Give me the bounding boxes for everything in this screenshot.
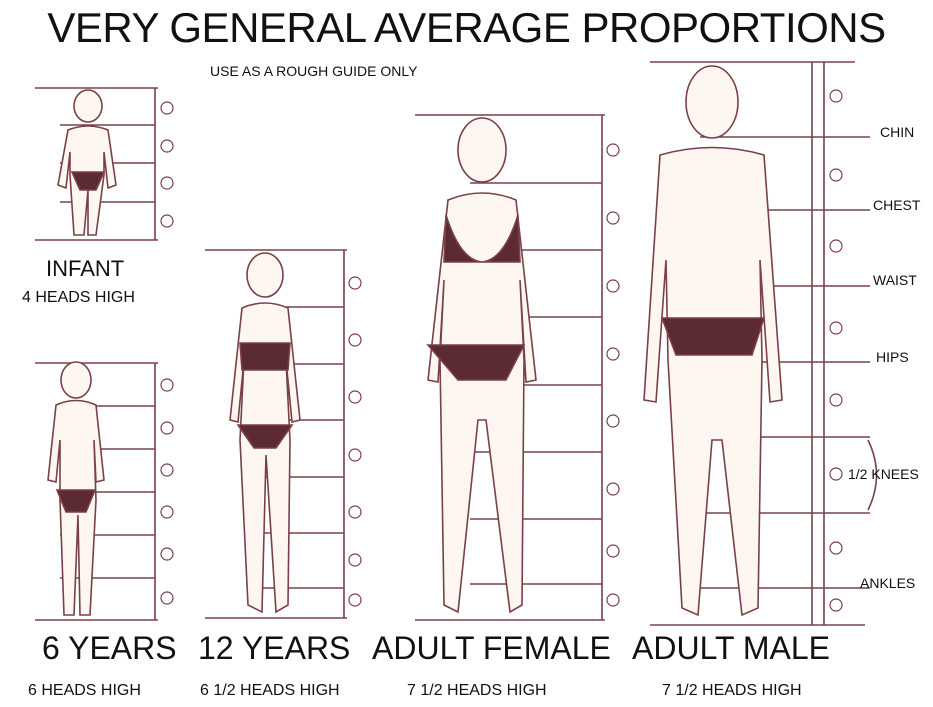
marker-chest: CHEST bbox=[873, 197, 920, 213]
adult-female-label: ADULT FEMALE bbox=[372, 630, 611, 667]
marker-knees: 1/2 KNEES bbox=[848, 466, 919, 482]
twelve-years-sublabel: 6 1/2 HEADS HIGH bbox=[200, 682, 340, 700]
page-subtitle: USE AS A ROUGH GUIDE ONLY bbox=[210, 63, 417, 79]
adult-male-figure bbox=[644, 66, 782, 615]
adult-female-figure bbox=[428, 118, 536, 612]
infant-sublabel: 4 HEADS HIGH bbox=[22, 289, 135, 307]
six-years-sublabel: 6 HEADS HIGH bbox=[28, 682, 141, 700]
adult-male-sublabel: 7 1/2 HEADS HIGH bbox=[662, 682, 802, 700]
page-title: VERY GENERAL AVERAGE PROPORTIONS bbox=[0, 4, 933, 52]
marker-ankles: ANKLES bbox=[860, 575, 915, 591]
infant-label: INFANT bbox=[46, 256, 124, 282]
marker-waist: WAIST bbox=[873, 272, 917, 288]
marker-chin: CHIN bbox=[880, 124, 914, 140]
adult-female-sublabel: 7 1/2 HEADS HIGH bbox=[407, 682, 547, 700]
adult-male-label: ADULT MALE bbox=[632, 630, 830, 667]
six-years-label: 6 YEARS bbox=[42, 630, 177, 667]
marker-hips: HIPS bbox=[876, 349, 909, 365]
twelve-years-label: 12 YEARS bbox=[198, 630, 350, 667]
six-years-figure bbox=[48, 362, 104, 615]
infant-figure bbox=[58, 90, 116, 235]
